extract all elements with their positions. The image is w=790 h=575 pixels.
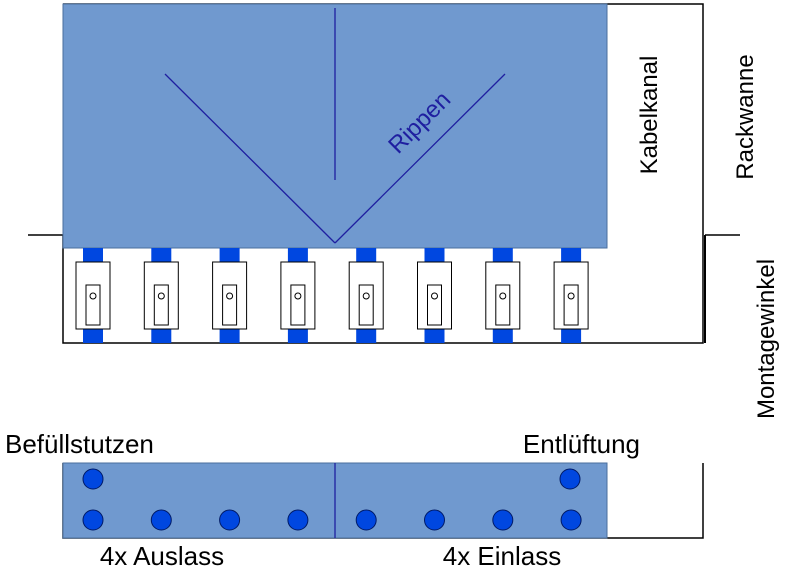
- module-bottom-connector: [561, 329, 582, 343]
- montagewinkel-label: Montagewinkel: [753, 259, 780, 419]
- module-bottom-connector: [492, 329, 513, 343]
- module-bottom-connector: [356, 329, 377, 343]
- module-slot: [222, 284, 238, 326]
- einlass-label: 4x Einlass: [443, 541, 562, 571]
- module-screw: [226, 292, 234, 300]
- module-bottom-connector: [219, 329, 240, 343]
- module-slot: [563, 284, 579, 326]
- module-slot: [85, 284, 101, 326]
- manifold-port: [287, 509, 309, 531]
- befuellstutzen-label: Befüllstutzen: [5, 429, 154, 459]
- module-screw: [499, 292, 507, 300]
- module-top-connector: [83, 248, 103, 262]
- module-top-connector: [492, 248, 513, 262]
- auslass-label: 4x Auslass: [100, 541, 224, 571]
- module: [143, 248, 179, 343]
- module-screw: [431, 292, 438, 300]
- manifold-port: [492, 509, 514, 531]
- module: [280, 248, 316, 343]
- module-top-connector: [287, 248, 308, 262]
- module-slot: [495, 284, 511, 326]
- manifold-port: [219, 509, 241, 531]
- rib-right: [334, 73, 506, 244]
- module: [348, 248, 384, 343]
- module-slot: [153, 284, 169, 326]
- manifold-port: [82, 509, 104, 531]
- ribs: [164, 8, 506, 244]
- module-top-connector: [424, 248, 445, 262]
- module: [75, 248, 111, 343]
- manifold-port: [560, 509, 582, 531]
- module-top-connector: [356, 248, 377, 262]
- module-slot: [358, 284, 374, 326]
- module-bottom-connector: [83, 329, 103, 343]
- rackwanne-label: Rackwanne: [732, 54, 759, 179]
- module-screw: [157, 292, 165, 300]
- vent-port: [559, 468, 581, 490]
- rib-left: [164, 73, 336, 244]
- module-bottom-connector: [424, 329, 445, 343]
- entlueftung-label: Entlüftung: [523, 429, 640, 459]
- module-screw: [567, 292, 575, 300]
- module-screw: [362, 292, 370, 300]
- manifold-port: [150, 509, 172, 531]
- module-row: [75, 248, 589, 343]
- manifold-port: [424, 509, 445, 531]
- module-screw: [294, 292, 302, 300]
- manifold-port: [355, 509, 377, 531]
- module-bottom-connector: [151, 329, 172, 343]
- module-slot: [427, 284, 442, 326]
- fill-port: [82, 468, 104, 490]
- module-bottom-connector: [287, 329, 308, 343]
- module-top-connector: [151, 248, 172, 262]
- manifold-ports: [82, 468, 582, 531]
- module-slot: [290, 284, 306, 326]
- module-top-connector: [561, 248, 582, 262]
- kabelkanal-label: Kabelkanal: [636, 56, 663, 175]
- module: [417, 248, 452, 343]
- manifold: [62, 462, 704, 539]
- module-screw: [89, 292, 97, 300]
- module: [553, 248, 589, 343]
- module-top-connector: [219, 248, 240, 262]
- module: [485, 248, 521, 343]
- module: [212, 248, 248, 343]
